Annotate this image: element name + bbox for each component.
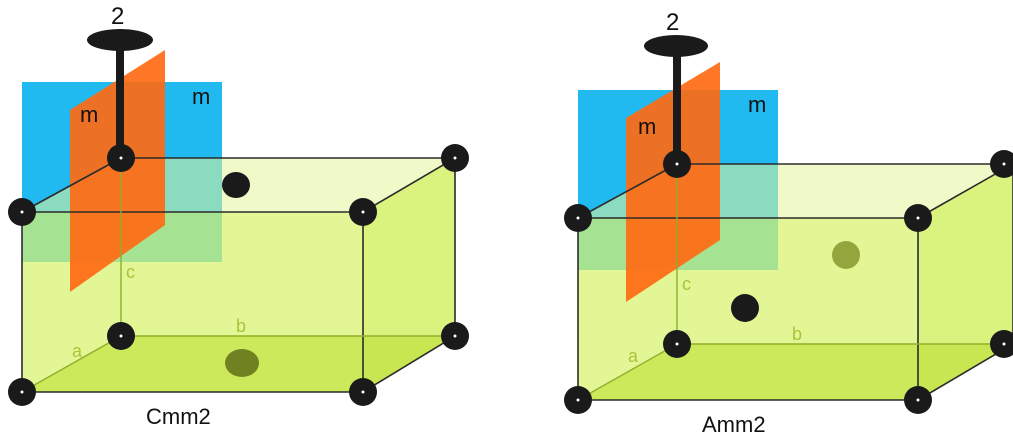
- twofold-axis-rod: [673, 46, 681, 166]
- atom-face-center-front: [731, 294, 759, 322]
- mirror-label-blue: m: [192, 84, 210, 109]
- axis-label-2: 2: [111, 3, 124, 30]
- atom-dots: [20, 156, 457, 394]
- diagram-title-amm2: Amm2: [702, 412, 766, 435]
- cell-bottom-face: [578, 344, 1013, 400]
- edge-label-a: a: [628, 346, 639, 366]
- diagram-title-cmm2: Cmm2: [146, 404, 211, 429]
- atom: [990, 330, 1013, 358]
- atom: [990, 150, 1013, 178]
- atom-dots: [576, 162, 1006, 402]
- mirror-label-orange: m: [638, 114, 656, 139]
- cell-side-face: [918, 164, 1013, 400]
- twofold-axis-symbol: [87, 29, 153, 51]
- edge-label-c: c: [126, 262, 135, 282]
- cell-hidden-edges: [577, 164, 1013, 401]
- twofold-axis-symbol: [644, 35, 708, 57]
- edge-label-b: b: [236, 316, 246, 336]
- atom-face-center-back: [832, 241, 860, 269]
- atom-face-center-top: [222, 172, 250, 198]
- cell-amm2: 2 m m c b a Amm2: [564, 9, 1013, 435]
- cell-cmm2: 2 m m c b a Cmm2: [8, 3, 469, 429]
- mirror-plane-orange: [626, 62, 720, 302]
- twofold-axis-rod: [116, 40, 124, 158]
- axis-label-2: 2: [666, 9, 679, 36]
- edge-label-b: b: [792, 324, 802, 344]
- cell-hidden-edges: [21, 158, 455, 393]
- mirror-label-orange: m: [80, 102, 98, 127]
- edge-label-a: a: [72, 341, 83, 361]
- edge-label-c: c: [682, 274, 691, 294]
- cell-side-face: [363, 158, 455, 392]
- mirror-label-blue: m: [748, 92, 766, 117]
- atom-face-center-bottom: [225, 349, 259, 377]
